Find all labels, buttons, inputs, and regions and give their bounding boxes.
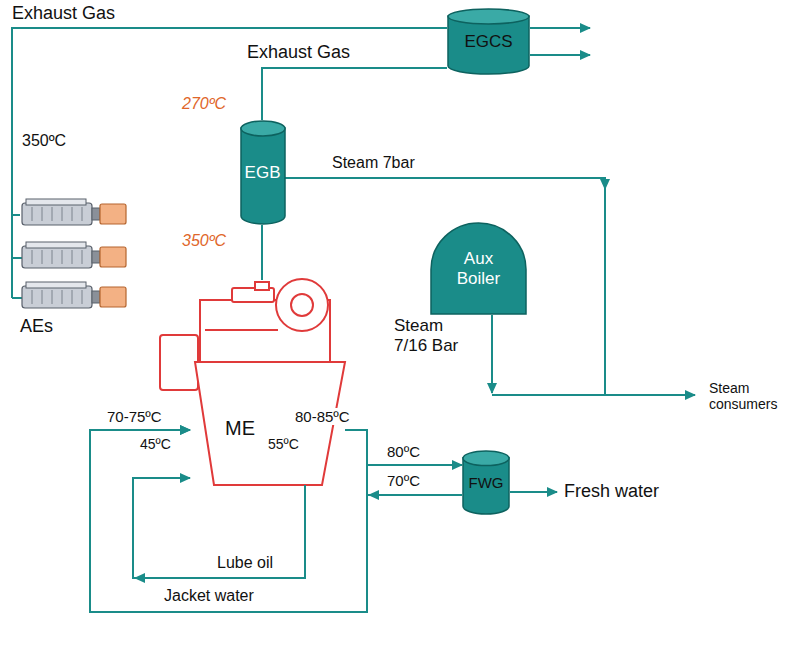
boiler-cylinder: EGB [240,120,286,225]
line-label: Lube oil [215,554,275,572]
flow-line [261,225,263,280]
annotation-text: Steam 7bar [330,154,417,172]
generator-cylinder: FWG [462,450,510,515]
node-label: ME [225,417,255,440]
main-engine-drawing [160,279,345,485]
node-label: Aux Boiler [449,249,509,288]
line-label: 70ºC [385,472,422,489]
flow-line [345,430,462,465]
flow-arrowheads [134,179,610,583]
annotation-text: Steam consumers [707,380,793,412]
flow-line [133,478,305,578]
annotation-text: 45ºC [138,436,173,452]
line-label: Exhaust Gas [245,42,352,63]
line-label: Exhaust Gas [10,3,117,24]
aux-engine-group: AEs [20,195,135,337]
aux-engines [12,199,126,308]
boiler-dome: Aux Boiler [430,222,527,315]
flow-line [90,430,462,612]
annotation-text: 80-85ºC [293,408,352,425]
node-label: EGB [245,163,281,183]
flow-line [12,28,447,215]
annotation-text: 70-75ºC [105,408,164,425]
flow-line [262,68,447,120]
node-label: AEs [20,316,53,337]
scrubber-cylinder: EGCS [447,8,530,75]
annotation-text: Fresh water [562,481,661,502]
annotation-text: 350ºC [180,232,228,250]
node-label: FWG [469,474,504,491]
annotation-text: 55ºC [266,436,301,452]
line-label: Jacket water [162,587,256,605]
node-label: EGCS [464,32,512,52]
annotation-text: 350ºC [20,132,68,150]
annotation-text: 270ºC [180,95,228,113]
main-engine: ME [190,280,345,485]
annotation-text: Steam 7/16 Bar [392,316,474,355]
line-label: 80ºC [385,443,422,460]
flow-line [90,430,367,612]
steam-and-gas-lines [285,28,695,492]
